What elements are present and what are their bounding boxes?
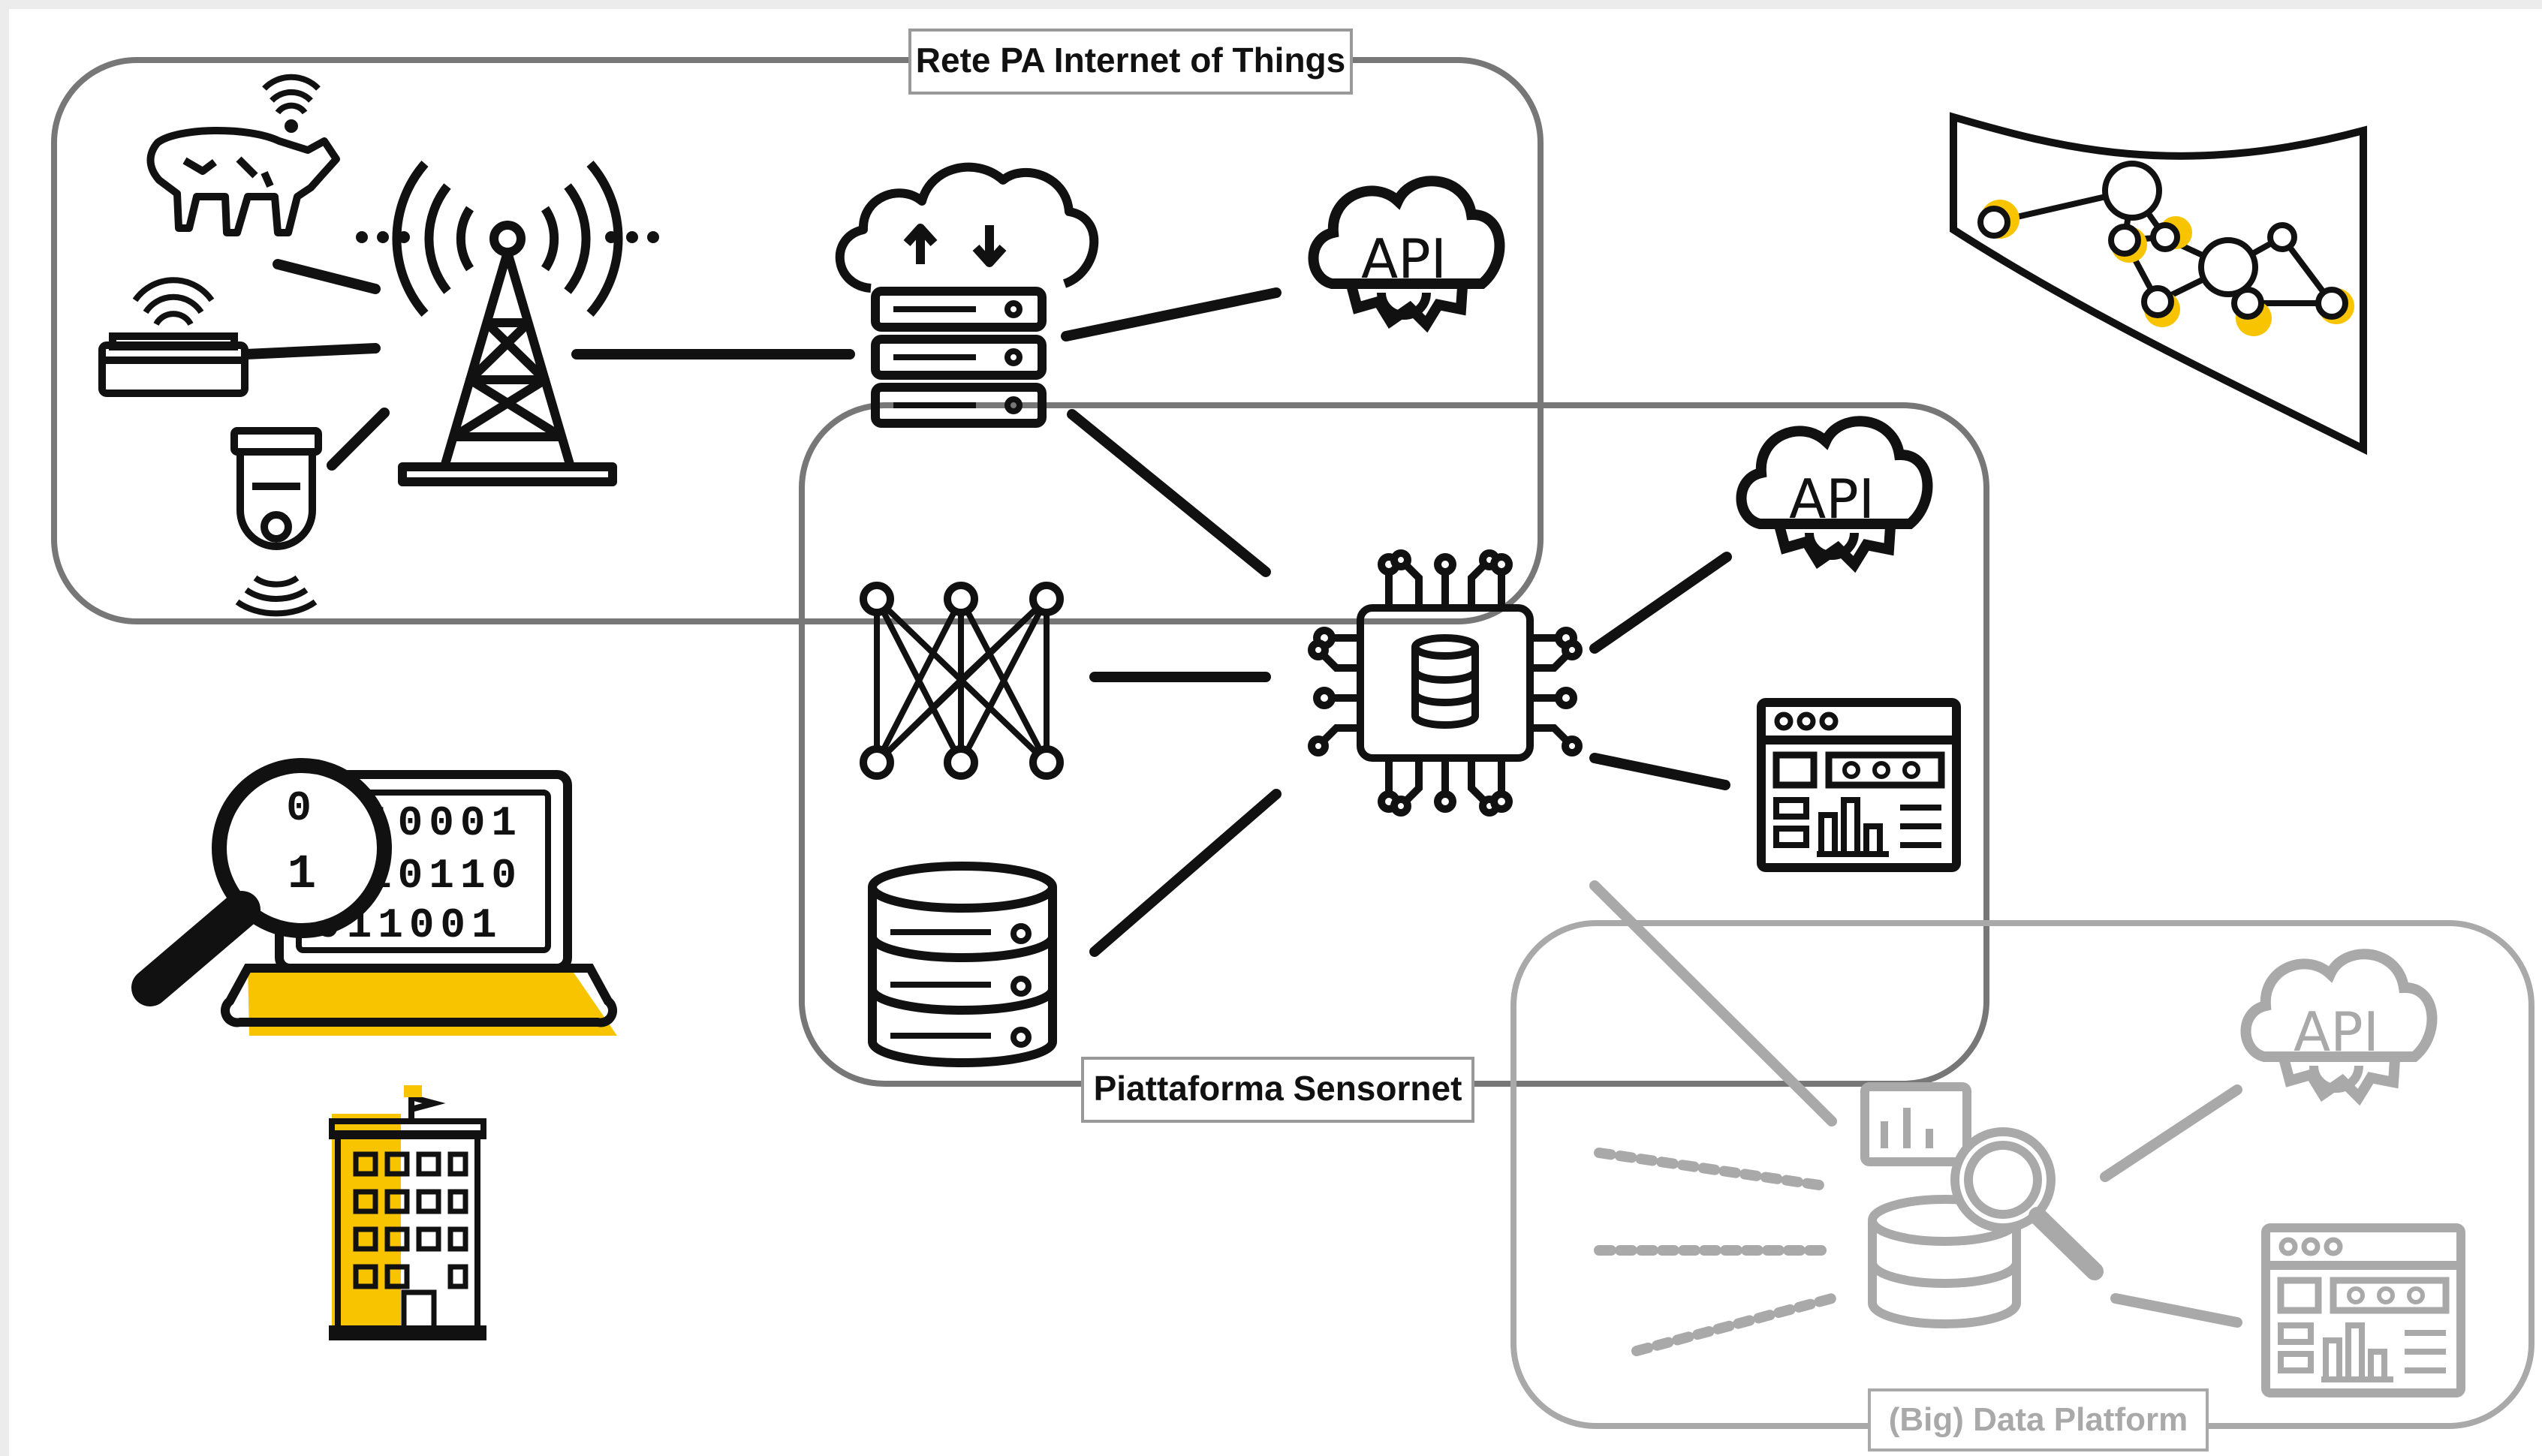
- binary-row-2: 10110: [366, 852, 523, 900]
- lens-digit: 1: [288, 848, 316, 902]
- laptop-binary-search-icon: 10001 10110 011001 1 0: [131, 758, 617, 1036]
- sensor-probe-icon: [230, 427, 322, 617]
- api-cloud-gear-icon-2: API: [1742, 421, 1928, 564]
- connector-bigdata-api: [2100, 1084, 2242, 1182]
- building-icon: [329, 1085, 486, 1340]
- iot-network-frame: [51, 57, 1544, 624]
- iot-network-label-box: Rete PA Internet of Things: [908, 29, 1353, 95]
- connector-server-api: [1061, 287, 1282, 341]
- connector-chip-api: [1589, 552, 1732, 654]
- sensornet-label: Piattaforma Sensornet: [1094, 1069, 1462, 1108]
- connector-device-tower: [241, 343, 381, 359]
- cow-sensor-icon: [146, 74, 340, 236]
- connector-chip-dashboard: [1589, 753, 1730, 790]
- connector-bigdata-dashboard: [2110, 1293, 2242, 1328]
- dashed-input-1: [1594, 1148, 1830, 1191]
- dashed-input-3: [1631, 1293, 1837, 1356]
- api-label: API: [1789, 468, 1875, 531]
- api-cloud-gear-icon-faded: API: [2246, 954, 2432, 1097]
- api-label: API: [1361, 227, 1447, 290]
- sensornet-label-box: Piattaforma Sensornet: [1081, 1057, 1474, 1123]
- antenna-tower-icon: [356, 161, 659, 486]
- data-platform-label: (Big) Data Platform: [1889, 1401, 2188, 1438]
- database-icon: [868, 862, 1057, 1067]
- connector-probe-tower: [327, 408, 390, 471]
- graph-flag-icon: [1950, 112, 2367, 456]
- big-data-search-icon: [1860, 1082, 2104, 1328]
- api-label: API: [2294, 1000, 2379, 1063]
- connector-server-chip: [1067, 409, 1271, 577]
- connector-cow-tower: [273, 259, 381, 294]
- connector-db-chip: [1089, 789, 1282, 957]
- neural-network-icon: [860, 582, 1064, 780]
- cloud-server-icon: [835, 162, 1099, 428]
- data-platform-label-box: (Big) Data Platform: [1868, 1388, 2209, 1451]
- iot-network-label: Rete PA Internet of Things: [916, 41, 1345, 80]
- smart-device-icon: [98, 277, 248, 397]
- api-cloud-gear-icon: API: [1314, 181, 1500, 324]
- lens-top-digit: 0: [286, 784, 312, 832]
- chip-database-icon: [1308, 549, 1583, 817]
- connector-chip-bigdata: [1589, 880, 1837, 1127]
